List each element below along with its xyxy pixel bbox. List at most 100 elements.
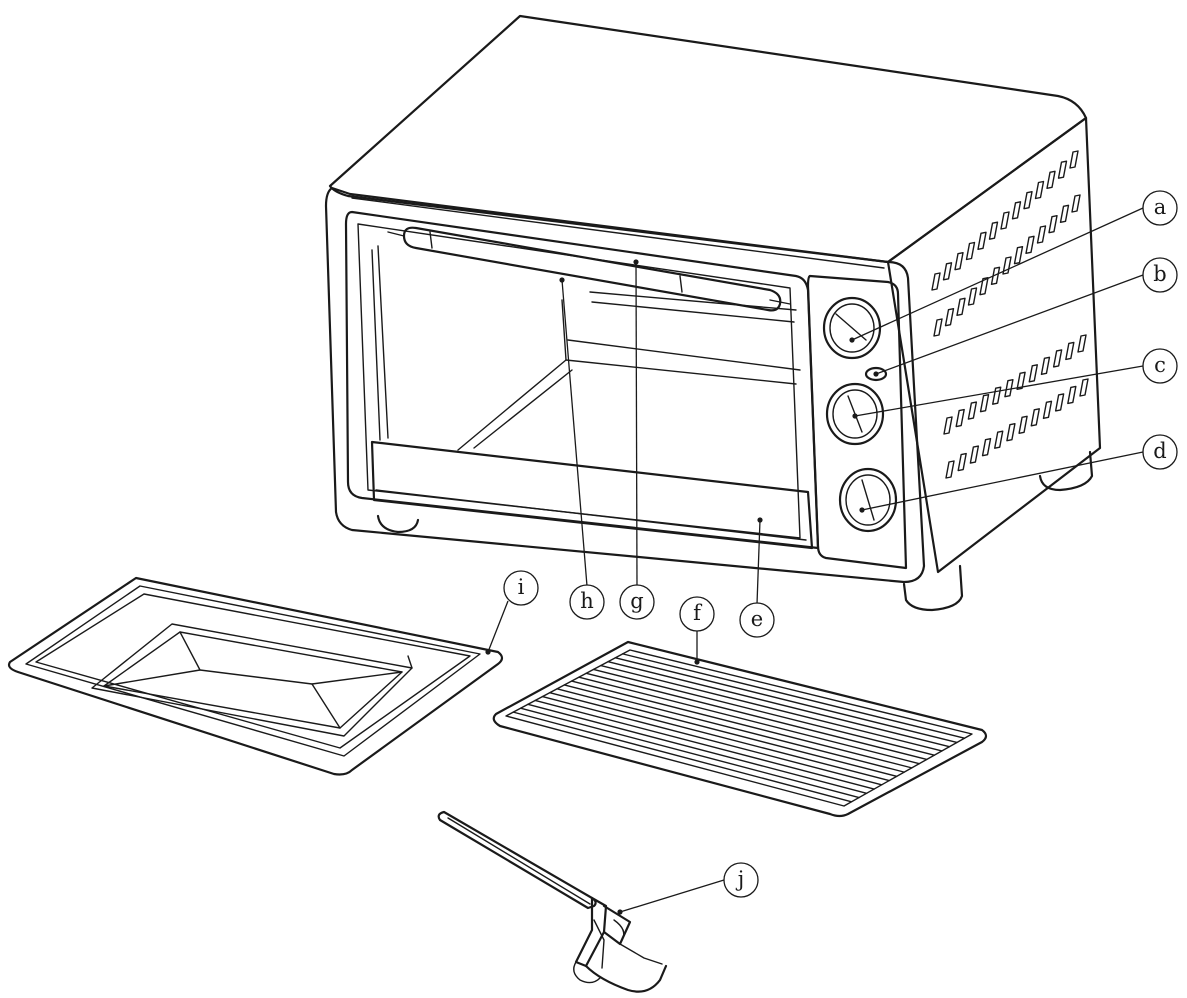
vent-slot [967,401,978,420]
vent-slot [969,445,980,464]
leader-lines [485,207,1144,915]
oven [324,14,1102,612]
vent-slot [965,241,976,261]
vent-slot [944,307,955,327]
oven-front [324,186,926,584]
rack-bar [592,668,936,756]
vent-slot [1040,356,1051,376]
vent-slot [1023,190,1033,210]
vent-slot [1016,371,1026,390]
vent-slot [1025,235,1035,255]
vent-slot [1006,423,1016,442]
vent-slot [967,287,978,306]
vent-slot [931,272,941,291]
rack-bar [556,688,898,778]
rack-bar [519,707,860,799]
callout-h: h [569,584,605,620]
vent-slot [1034,180,1045,200]
callout-e-label: e [751,607,763,631]
callout-c-label: c [1154,353,1166,377]
callout-f-label: f [693,601,703,625]
vent-slot [1059,204,1070,224]
rack-bar [512,711,853,803]
callout-i-label: i [518,575,525,599]
control-panel [806,274,908,570]
callout-b-label: b [1153,262,1166,286]
rack-bar [578,676,920,765]
vent-slot [1004,379,1014,398]
callout-c: c [1142,348,1178,384]
callout-i: i [503,570,539,606]
callout-f: f [679,596,715,632]
vent-slot [1011,201,1022,220]
vent-slot [1018,415,1028,434]
callout-e: e [739,602,775,638]
rack-bar [622,653,966,739]
vent-slot [1065,341,1075,361]
vent-slot [1028,364,1038,383]
callout-j-label: j [735,867,745,891]
vent-slot [1002,256,1012,275]
vent-slot [990,266,1001,286]
rack-bar [600,664,943,752]
knob-bottom [838,467,898,533]
rack-bar [549,692,890,782]
callout-a: a [1142,190,1178,226]
vent-slot [945,460,955,479]
vent-slot [994,430,1004,449]
vent-slot [1057,160,1068,179]
side-vents [931,150,1089,479]
callout-j: j [723,862,759,898]
vent-slot [992,386,1002,405]
vent-slot [1077,334,1087,353]
rack-bar [614,657,958,744]
rack-bar [541,695,883,786]
vent-slot [979,393,990,413]
rack-bar [563,684,905,773]
vent-slot [1067,385,1077,405]
vent-slot [1052,349,1063,368]
vent-slot [943,416,953,435]
vent-slot [955,408,965,428]
foot-rear-right [1038,450,1094,492]
wire-rack [492,640,988,818]
callout-a-label: a [1154,195,1167,219]
oven-door [344,210,820,550]
foot-front-right [902,564,964,612]
vent-slot [1000,211,1010,230]
callout-b: b [1142,257,1178,293]
vent-slot [954,251,964,271]
rack-bar [607,660,951,748]
baking-tray [7,576,504,776]
knob-top [822,296,882,360]
callout-h-label: h [580,589,594,613]
callout-d: d [1142,434,1178,470]
vent-slot [1054,393,1065,412]
door-handle [402,226,782,312]
vent-slot [1079,378,1089,397]
vent-slot [942,262,953,281]
vent-slot [981,437,992,457]
indicator-light [864,366,888,382]
vent-slot [957,452,967,472]
foot-front-left [376,514,420,534]
vent-slot [1071,194,1081,213]
vent-slot [1069,150,1079,169]
rack-bar [570,680,913,769]
rotisserie-fork-handle [437,810,668,993]
vent-slot [1048,214,1058,234]
vent-slot [988,221,999,240]
vent-slot [1036,225,1047,244]
vent-slot [1042,400,1053,420]
rack-bar [534,699,875,790]
vent-slot [1030,408,1040,427]
callout-g: g [619,584,655,620]
callouts: a b c d e f g h [503,190,1178,898]
vent-slot [956,297,966,317]
callout-g-label: g [630,589,643,613]
rack-bar [585,672,928,761]
callout-d-label: d [1153,439,1166,463]
vent-slot [977,231,987,251]
